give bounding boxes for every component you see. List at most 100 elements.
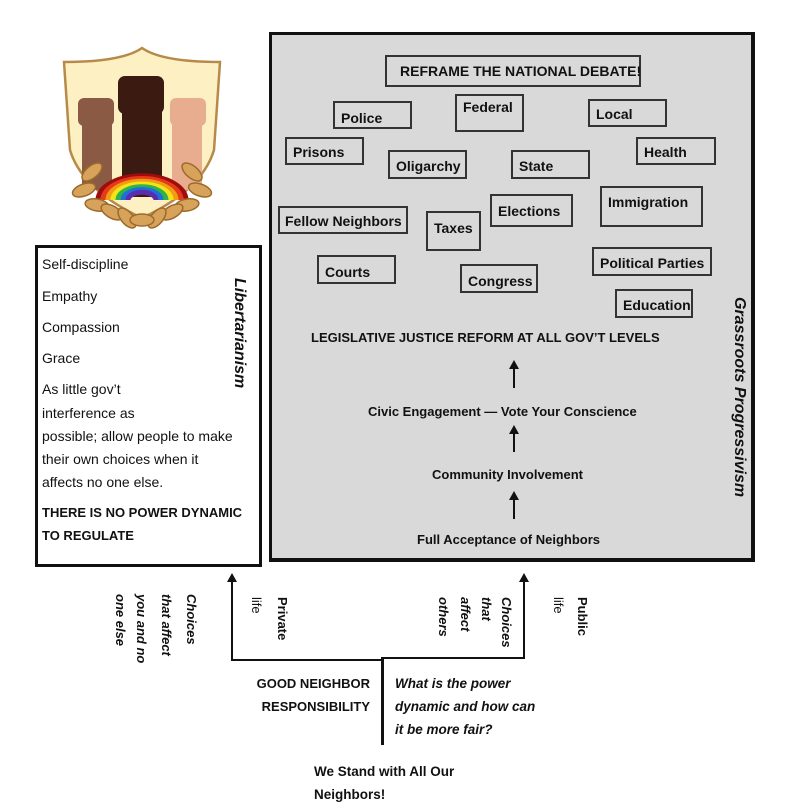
- tag-congress[interactable]: Congress: [460, 264, 538, 293]
- tag-oligarchy[interactable]: Oligarchy: [388, 150, 467, 179]
- tag-label: Federal: [463, 99, 513, 115]
- arrow-up-icon: [227, 573, 237, 582]
- ladder-step-community-involvement: Community Involvement: [432, 467, 583, 482]
- tag-label: Fellow Neighbors: [285, 213, 402, 229]
- footer-slogan: We Stand with All Our Neighbors!: [314, 760, 454, 806]
- grassroots-panel: [269, 32, 755, 562]
- question-line: it be more fair?: [395, 722, 493, 737]
- power-dynamic-question: What is the power dynamic and how can it…: [395, 672, 535, 741]
- rainbow-band: [100, 176, 184, 201]
- choices-label: Choices: [499, 597, 514, 648]
- arrow-up-icon: [509, 425, 519, 434]
- ladder-step-civic-engagement: Civic Engagement — Vote Your Conscience: [368, 404, 637, 419]
- arrow-shaft: [513, 497, 515, 519]
- ladder-step-full-acceptance: Full Acceptance of Neighbors: [417, 532, 600, 547]
- rainbow-band: [120, 187, 164, 201]
- private-life-arrow-shaft: [231, 580, 233, 660]
- tag-label: State: [519, 158, 554, 174]
- question-line: What is the power: [395, 676, 511, 691]
- grassroots-title: Grassroots Progressivism: [731, 297, 748, 498]
- headline-text: REFRAME THE NATIONAL DEBATE!: [400, 63, 642, 79]
- tag-elections[interactable]: Elections: [490, 194, 573, 227]
- value-item: affects no one else.: [42, 474, 164, 490]
- tag-political-parties[interactable]: Political Parties: [592, 247, 712, 276]
- tag-health[interactable]: Health: [636, 137, 716, 165]
- rainbow-band: [95, 173, 189, 201]
- laurel-wreath-icon: [71, 162, 213, 229]
- value-item: Grace: [42, 350, 81, 366]
- tag-taxes[interactable]: Taxes: [426, 211, 481, 251]
- tag-immigration[interactable]: Immigration: [600, 186, 703, 227]
- laurel-leaf: [71, 182, 97, 198]
- arrow-up-icon: [509, 360, 519, 369]
- laurel-leaf: [181, 162, 203, 182]
- libertarian-panel: [35, 245, 262, 567]
- tag-label: Prisons: [293, 144, 345, 160]
- tag-label: Political Parties: [600, 255, 705, 271]
- power-dynamic-statement: TO REGULATE: [42, 528, 134, 543]
- public-life-label: Public: [575, 597, 590, 637]
- rainbow-band: [110, 181, 174, 201]
- tag-label: Health: [644, 144, 687, 160]
- value-item: possible; allow people to make: [42, 428, 233, 444]
- laurel-leaf: [187, 182, 213, 198]
- tag-police[interactable]: Police: [333, 101, 412, 129]
- good-neighbor-responsibility: GOOD NEIGHBOR RESPONSIBILITY: [240, 672, 370, 718]
- raised-fists-shield-logo: [62, 46, 222, 229]
- tag-label: Oligarchy: [396, 158, 461, 174]
- connector-left: [231, 659, 383, 661]
- tag-education[interactable]: Education: [615, 289, 693, 318]
- rainbow-icon: [95, 173, 189, 201]
- public-life-arrow-shaft: [523, 580, 525, 659]
- power-dynamic-statement: THERE IS NO POWER DYNAMIC: [42, 505, 243, 520]
- footer-line: We Stand with All Our: [314, 764, 455, 779]
- laurel-leaf: [129, 213, 155, 227]
- value-item: their own choices when it: [42, 451, 199, 467]
- choices-label: Choices: [184, 594, 199, 645]
- choices-label: that affect: [159, 594, 174, 656]
- value-item: Self-discipline: [42, 256, 129, 272]
- ladder-step-legislative-reform: LEGISLATIVE JUSTICE REFORM AT ALL GOV’T …: [311, 330, 660, 345]
- value-item: Compassion: [42, 319, 120, 335]
- tag-federal[interactable]: Federal: [455, 94, 524, 132]
- headline-box: REFRAME THE NATIONAL DEBATE!: [385, 55, 641, 87]
- responsibility-line: RESPONSIBILITY: [261, 699, 370, 714]
- footer-line: Neighbors!: [314, 787, 386, 802]
- arrow-shaft: [513, 432, 515, 452]
- tag-state[interactable]: State: [511, 150, 590, 179]
- public-life-label: life: [551, 597, 566, 614]
- tag-label: Congress: [468, 273, 533, 289]
- center-divider: [381, 657, 384, 745]
- choices-label: affect: [458, 597, 473, 632]
- choices-label: others: [436, 597, 451, 637]
- choices-label: that: [479, 597, 494, 621]
- rainbow-band: [115, 184, 169, 201]
- libertarianism-title: Libertarianism: [231, 278, 248, 389]
- choices-label: you and no: [134, 594, 149, 664]
- tag-prisons[interactable]: Prisons: [285, 137, 364, 165]
- choices-label: one else: [113, 594, 128, 647]
- tag-label: Immigration: [608, 194, 689, 210]
- value-item: interference as: [42, 405, 135, 421]
- tag-label: Courts: [325, 264, 371, 280]
- connector-right: [382, 657, 525, 659]
- tag-label: Local: [596, 106, 633, 122]
- arrow-up-icon: [509, 491, 519, 500]
- responsibility-line: GOOD NEIGHBOR: [256, 676, 370, 691]
- tag-label: Elections: [498, 203, 561, 219]
- tag-label: Police: [341, 110, 383, 126]
- private-life-label: Private: [275, 597, 290, 641]
- question-line: dynamic and how can: [395, 699, 536, 714]
- arrow-up-icon: [519, 573, 529, 582]
- value-item: Empathy: [42, 288, 98, 304]
- arrow-shaft: [513, 366, 515, 388]
- tag-courts[interactable]: Courts: [317, 255, 396, 284]
- rainbow-band: [125, 189, 159, 201]
- tag-fellow-neighbors[interactable]: Fellow Neighbors: [278, 206, 408, 234]
- laurel-leaf: [81, 162, 103, 182]
- tag-label: Taxes: [434, 220, 473, 236]
- tag-label: Education: [623, 297, 691, 313]
- rainbow-band: [105, 178, 179, 201]
- private-life-label: life: [249, 597, 264, 614]
- tag-local[interactable]: Local: [588, 99, 667, 127]
